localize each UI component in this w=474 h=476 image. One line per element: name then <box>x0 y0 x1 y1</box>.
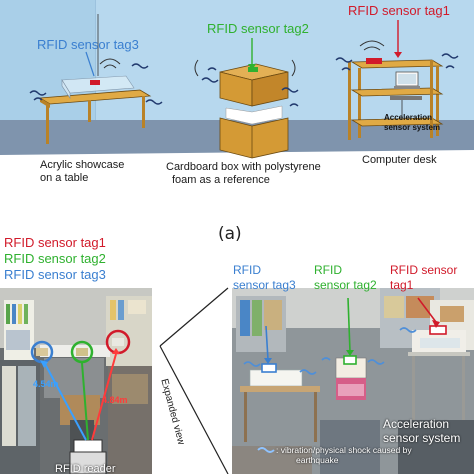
showcase-table <box>38 75 152 144</box>
vibration-marks-a3 <box>335 53 459 71</box>
expanded-tag1-line1: RFID sensor <box>390 263 458 277</box>
panel-a-tag1-label: RFID sensor tag1 <box>348 3 450 18</box>
back-wall-left <box>0 0 96 155</box>
expanded-accel-line1: Acceleration <box>383 417 450 431</box>
computer-desk <box>348 58 444 140</box>
expanded-tag3-line2: sensor tag3 <box>233 278 296 292</box>
desk-caption: Computer desk <box>362 154 437 166</box>
distance-blue: 4.54m <box>33 379 59 389</box>
showcase-caption-line1: Acrylic showcase <box>40 159 125 171</box>
distance-red: 4.84m <box>102 395 128 405</box>
desk-accel-line1: Acceleration <box>384 113 433 122</box>
expanded-tag3-line1: RFID <box>233 263 261 277</box>
rfid-reader-label: RFID reader <box>55 463 116 475</box>
legend-tag3: RFID sensor tag3 <box>4 267 106 282</box>
expanded-tag2-line1: RFID <box>314 263 342 277</box>
expanded-tag2-line2: sensor tag2 <box>314 278 377 292</box>
box-caption-line2: foam as a reference <box>172 174 270 186</box>
cardboard-box <box>219 63 289 159</box>
panel-a-tag3-label: RFID sensor tag3 <box>37 37 139 52</box>
vibration-marks-a1 <box>29 63 163 105</box>
legend-tag2: RFID sensor tag2 <box>4 251 106 266</box>
vibration-note-line2: earthquake <box>296 455 339 465</box>
vibration-marks-a2 <box>201 67 299 107</box>
box-caption-line1: Cardboard box with polystyrene <box>166 161 321 173</box>
vibration-note-line1: : vibration/physical shock caused by <box>276 445 412 455</box>
panel-a-tag2-label: RFID sensor tag2 <box>207 21 309 36</box>
expanded-tag1-line2: tag1 <box>390 278 414 292</box>
expanded-accel-line2: sensor system <box>383 431 461 445</box>
showcase-caption-line2: on a table <box>40 172 89 184</box>
desk-accel-line2: sensor system <box>384 123 441 132</box>
panel-a-label: (a) <box>218 224 242 244</box>
legend-tag1: RFID sensor tag1 <box>4 235 106 250</box>
